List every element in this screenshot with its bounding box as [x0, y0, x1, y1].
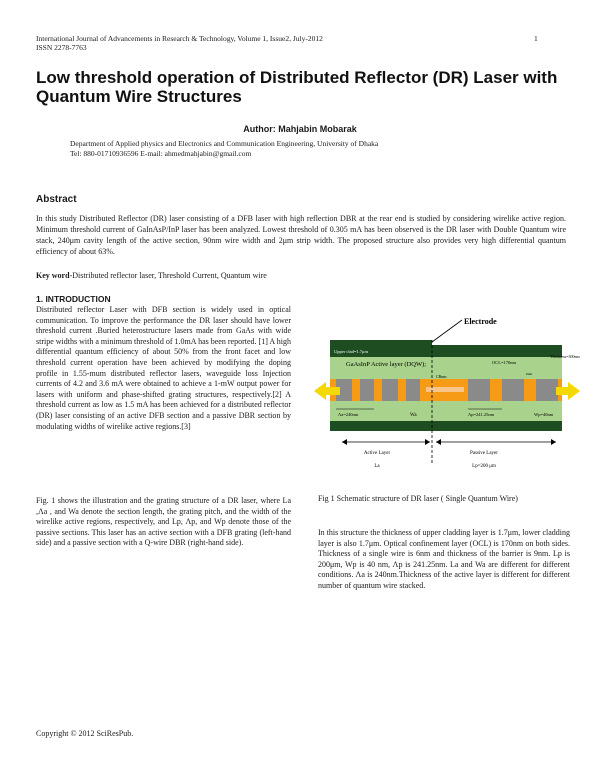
barrier-label: CBnm: [436, 374, 447, 379]
dr-laser-schematic-figure: Electrode Upper clad=1.7μm GaAsInP Activ…: [314, 317, 580, 469]
intro-paragraph-3: In this structure the thickness of upper…: [318, 528, 570, 590]
intro-paragraph-1: Distributed reflector Laser with DFB sec…: [36, 305, 291, 431]
electrode-bar: [330, 340, 432, 345]
paper-title: Low threshold operation of Distributed R…: [36, 68, 558, 106]
lambda-p-label: Λp=241.25nm: [468, 412, 495, 417]
grating-block: [360, 379, 374, 401]
quantum-wire: [426, 387, 464, 392]
affiliation-line-2: Tel: 880-01710936596 E-mail: ahmedmahjab…: [70, 148, 252, 158]
grating-block: [406, 379, 420, 401]
la-label: La: [374, 464, 380, 469]
electrode-pointer: [431, 319, 463, 343]
arrow-head: [551, 439, 556, 445]
intro-heading: 1. INTRODUCTION: [36, 294, 111, 304]
grating-block: [336, 379, 352, 401]
arrow-head: [425, 439, 430, 445]
abstract-text: In this study Distributed Reflector (DR)…: [36, 214, 566, 256]
journal-header: International Journal of Advancements in…: [36, 34, 323, 43]
grating-block: [382, 379, 398, 401]
active-layer-caption: Active Layer: [364, 451, 391, 456]
grating-block: [536, 379, 558, 401]
grating-block: [468, 379, 490, 401]
affiliation: Department of Applied physics and Electr…: [70, 139, 490, 158]
page-number: 1: [534, 34, 538, 43]
grating-block: [502, 379, 524, 401]
wa-label: Wa: [410, 413, 417, 418]
figure-caption: Fig 1 Schematic structure of DR laser ( …: [318, 494, 518, 503]
arrow-head: [342, 439, 347, 445]
keywords-text: -Distributed reflector laser, Threshold …: [69, 271, 267, 280]
active-layer-label: GaAsInP Active layer (DQW);: [346, 361, 426, 368]
arrow-head: [436, 439, 441, 445]
issn: ISSN 2278-7763: [36, 43, 87, 52]
electrode-label: Electrode: [464, 317, 497, 326]
ocl-label: OCL=170nm: [492, 360, 517, 365]
output-arrow-right: [556, 382, 580, 400]
keywords: Key word-Distributed reflector laser, Th…: [36, 270, 566, 281]
abstract-heading: Abstract: [36, 194, 77, 205]
upper-clad-label: Upper clad=1.7μm: [334, 349, 368, 354]
active-grating: [336, 379, 420, 401]
passive-grating: [468, 379, 558, 401]
lambda-a-label: Λa=240nm: [338, 412, 359, 417]
copyright-footer: Copyright © 2012 SciResPub.: [36, 729, 134, 738]
affiliation-line-1: Department of Applied physics and Electr…: [70, 139, 379, 148]
wire-thickness-label: 6nm: [526, 372, 533, 376]
keywords-label: Key word: [36, 271, 70, 280]
author: Author: Mahjabin Mobarak: [243, 124, 357, 134]
lp-label: Lp=200 μm: [472, 464, 496, 469]
wp-label: Wp=40nm: [534, 412, 554, 417]
thickness-label: Thickness=300nm: [550, 354, 580, 359]
output-arrow-left: [314, 382, 340, 400]
intro-paragraph-2: Fig. 1 shows the illustration and the gr…: [36, 496, 291, 548]
passive-layer-caption: Passive Layer: [470, 451, 498, 456]
